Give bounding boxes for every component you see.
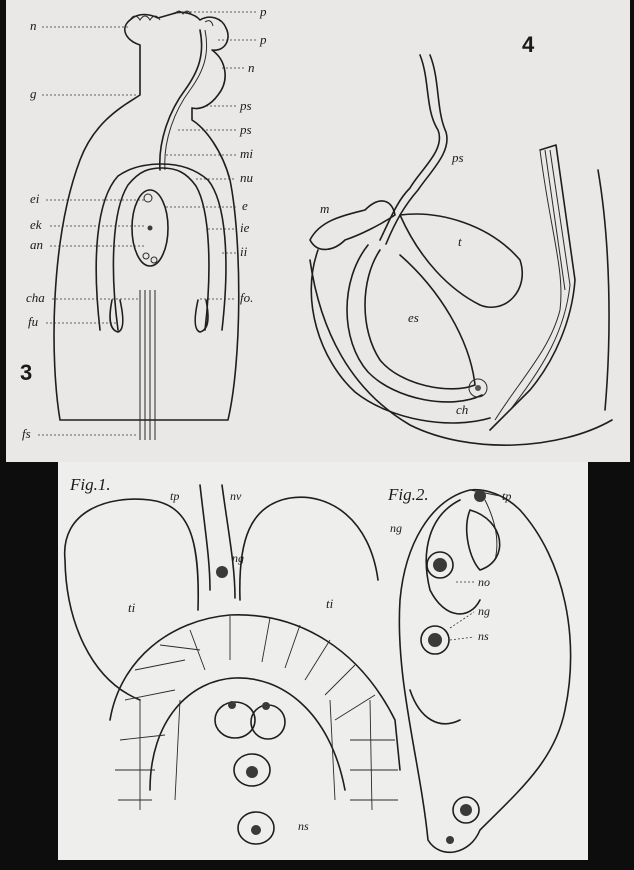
label-e: e	[242, 198, 248, 213]
label-ng-fig2-top: ng	[390, 521, 402, 535]
label-ch: ch	[456, 402, 468, 417]
label-ek: ek	[30, 217, 42, 232]
figure-4-number: 4	[522, 32, 535, 57]
label-m: m	[320, 201, 329, 216]
label-cha: cha	[26, 290, 45, 305]
label-tp-fig1: tp	[170, 489, 179, 503]
label-ps-2: ps	[239, 122, 252, 137]
label-ii: ii	[240, 244, 248, 259]
upper-panel	[6, 0, 630, 462]
label-ng-fig2-mid: ng	[478, 604, 490, 618]
label-no: no	[478, 575, 490, 589]
label-ps-1: ps	[239, 98, 252, 113]
label-nu: nu	[240, 170, 254, 185]
label-tp-fig2: tp	[502, 489, 511, 503]
label-fs: fs	[22, 426, 31, 441]
label-mi: mi	[240, 146, 253, 161]
figure-3-number: 3	[20, 360, 32, 385]
label-fo: fo.	[240, 290, 253, 305]
label-ie: ie	[240, 220, 250, 235]
label-fu: fu	[28, 314, 39, 329]
label-ps-fig4: ps	[451, 150, 464, 165]
label-n-right: n	[248, 60, 255, 75]
figure-2-caption: Fig.2.	[387, 485, 429, 504]
label-an: an	[30, 237, 43, 252]
label-nv: nv	[230, 489, 242, 503]
label-p-2: p	[259, 32, 267, 47]
label-ti-right: ti	[326, 596, 334, 611]
label-ns-fig1: ns	[298, 819, 309, 833]
label-ti-left: ti	[128, 600, 136, 615]
label-n-left: n	[30, 18, 37, 33]
label-ei: ei	[30, 191, 40, 206]
label-ns-fig2: ns	[478, 629, 489, 643]
label-es: es	[408, 310, 419, 325]
label-p-1: p	[259, 4, 267, 19]
figure-1-caption: Fig.1.	[69, 475, 111, 494]
label-g: g	[30, 86, 37, 101]
label-ng-fig1: ng	[232, 551, 244, 565]
label-t: t	[458, 234, 462, 249]
